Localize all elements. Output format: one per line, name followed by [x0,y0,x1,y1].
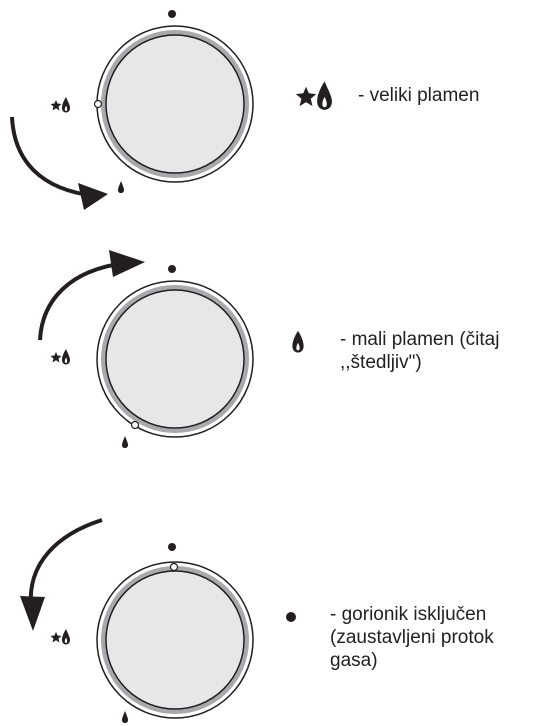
dial-small-flame [38,250,254,448]
knob-face [105,34,245,174]
legend-star-flame-icon [295,81,332,110]
legend-small-flame-text: - mali plamen (čitaj ,,štedljiv") [340,328,499,374]
rotation-arrow [28,518,103,606]
knob-indicator-mark [130,420,140,430]
knob-indicator-mark [169,562,179,572]
legend-line: (zaustavljeni protok [330,627,494,648]
off-position-dot [168,265,176,273]
star-flame-icon [50,629,70,645]
rotation-arrowhead [109,250,145,277]
legend-dot-icon [286,612,296,622]
knob-face [105,570,245,710]
legend-line: gasa) [330,650,378,671]
rotation-arrow [10,116,97,198]
off-position-dot [168,10,176,18]
legend-burner-off-text: - gorionik isključen (zaustavljeni proto… [330,603,494,672]
legend-line: ,,štedljiv") [340,352,422,373]
knob-face [105,289,245,429]
rotation-arrowhead [20,596,45,631]
rotation-arrowhead [78,183,108,210]
off-position-dot [168,543,176,551]
flame-icon [118,181,124,193]
legend-line: - mali plamen (čitaj [340,329,500,350]
rotation-arrow [38,261,126,341]
knob-indicator-mark [93,99,103,109]
legend-large-flame-text: - veliki plamen [358,84,479,107]
legend-flame-icon [292,330,304,353]
flame-icon [122,711,128,723]
legend-line: - gorionik isključen [330,604,487,625]
star-flame-icon [50,97,70,113]
dial-large-flame [10,10,254,210]
star-flame-icon [50,349,70,365]
legend-line: - veliki plamen [358,85,480,106]
dial-burner-off [20,518,254,723]
flame-icon [122,436,128,448]
